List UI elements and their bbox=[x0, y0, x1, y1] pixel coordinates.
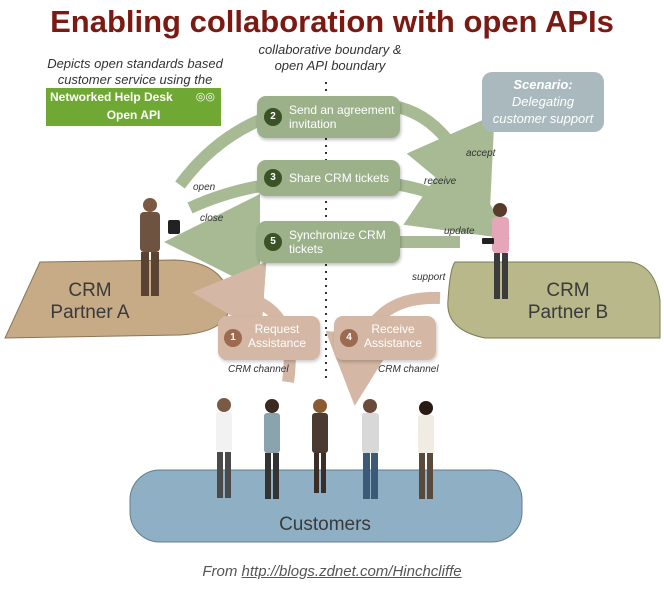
step-number: 1 bbox=[224, 329, 242, 347]
scenario-heading: Scenario: bbox=[513, 77, 573, 92]
customer-group bbox=[216, 398, 434, 499]
intro-note-line: Depicts open standards based bbox=[47, 56, 223, 71]
footer-credit: From http://blogs.zdnet.com/Hinchcliffe bbox=[0, 563, 664, 580]
step-label: Share CRM tickets bbox=[289, 171, 390, 185]
customers-label: Customers bbox=[279, 514, 371, 535]
step-receive-assistance: 4 Receive Assistance bbox=[334, 316, 436, 360]
close-label: close bbox=[200, 213, 224, 224]
badge-title: Networked Help Desk bbox=[50, 90, 173, 104]
step-label: Assistance bbox=[247, 336, 307, 350]
step-number: 2 bbox=[264, 108, 282, 126]
badge-subtitle: Open API bbox=[106, 108, 161, 122]
partner-b-agent bbox=[482, 203, 509, 299]
page-title: Enabling collaboration with open APIs bbox=[50, 4, 614, 39]
step-label: Request bbox=[254, 322, 300, 336]
scenario-body-line: Delegating bbox=[511, 94, 575, 109]
badge-logo-icon: ◎◎ bbox=[195, 91, 215, 103]
step-label: tickets bbox=[289, 242, 324, 256]
step-sync-tickets: 5 Synchronize CRM tickets bbox=[257, 221, 400, 263]
step-number: 3 bbox=[264, 169, 282, 187]
partner-a-agent bbox=[140, 198, 180, 296]
platform-label-line: CRM bbox=[68, 280, 112, 301]
scenario-box: Scenario: Delegating customer support bbox=[482, 72, 604, 132]
platform-label-line: Partner A bbox=[50, 302, 130, 323]
crm-channel-label-left: CRM channel bbox=[228, 364, 289, 375]
update-label: update bbox=[444, 226, 475, 237]
boundary-note-line: open API boundary bbox=[274, 58, 386, 73]
step-send-invitation: 2 Send an agreement invitation bbox=[257, 96, 400, 138]
boundary-note: collaborative boundary & open API bounda… bbox=[240, 42, 420, 74]
step-label: Send an agreement bbox=[289, 103, 395, 117]
step-label: Synchronize CRM bbox=[289, 228, 386, 242]
step-share-tickets: 3 Share CRM tickets bbox=[257, 160, 400, 196]
open-label: open bbox=[193, 182, 216, 193]
intro-note-line: customer service using the bbox=[57, 72, 213, 87]
step-label: Receive bbox=[371, 322, 415, 336]
networked-help-desk-badge: Networked Help Desk ◎◎ Open API bbox=[46, 88, 221, 126]
step-label: invitation bbox=[289, 117, 337, 131]
step-label: Assistance bbox=[363, 336, 423, 350]
partner-b-label: CRM Partner B bbox=[518, 280, 618, 324]
step-number: 4 bbox=[340, 329, 358, 347]
footer-prefix: From bbox=[202, 563, 242, 580]
platform-label-line: Partner B bbox=[527, 302, 609, 323]
support-label: support bbox=[412, 272, 446, 283]
partner-b-platform bbox=[447, 261, 661, 339]
crm-channel-label-right: CRM channel bbox=[378, 364, 439, 375]
platform-label-line: CRM bbox=[546, 280, 590, 301]
scenario-body-line: customer support bbox=[492, 111, 594, 126]
partner-a-label: CRM Partner A bbox=[40, 280, 140, 324]
source-link[interactable]: http://blogs.zdnet.com/Hinchcliffe bbox=[241, 563, 462, 580]
boundary-note-line: collaborative boundary & bbox=[258, 42, 402, 57]
accept-label: accept bbox=[466, 148, 496, 159]
receive-label: receive bbox=[424, 176, 457, 187]
step-number: 5 bbox=[264, 233, 282, 251]
intro-note: Depicts open standards based customer se… bbox=[30, 56, 240, 88]
step-request-assistance: 1 Request Assistance bbox=[218, 316, 320, 360]
